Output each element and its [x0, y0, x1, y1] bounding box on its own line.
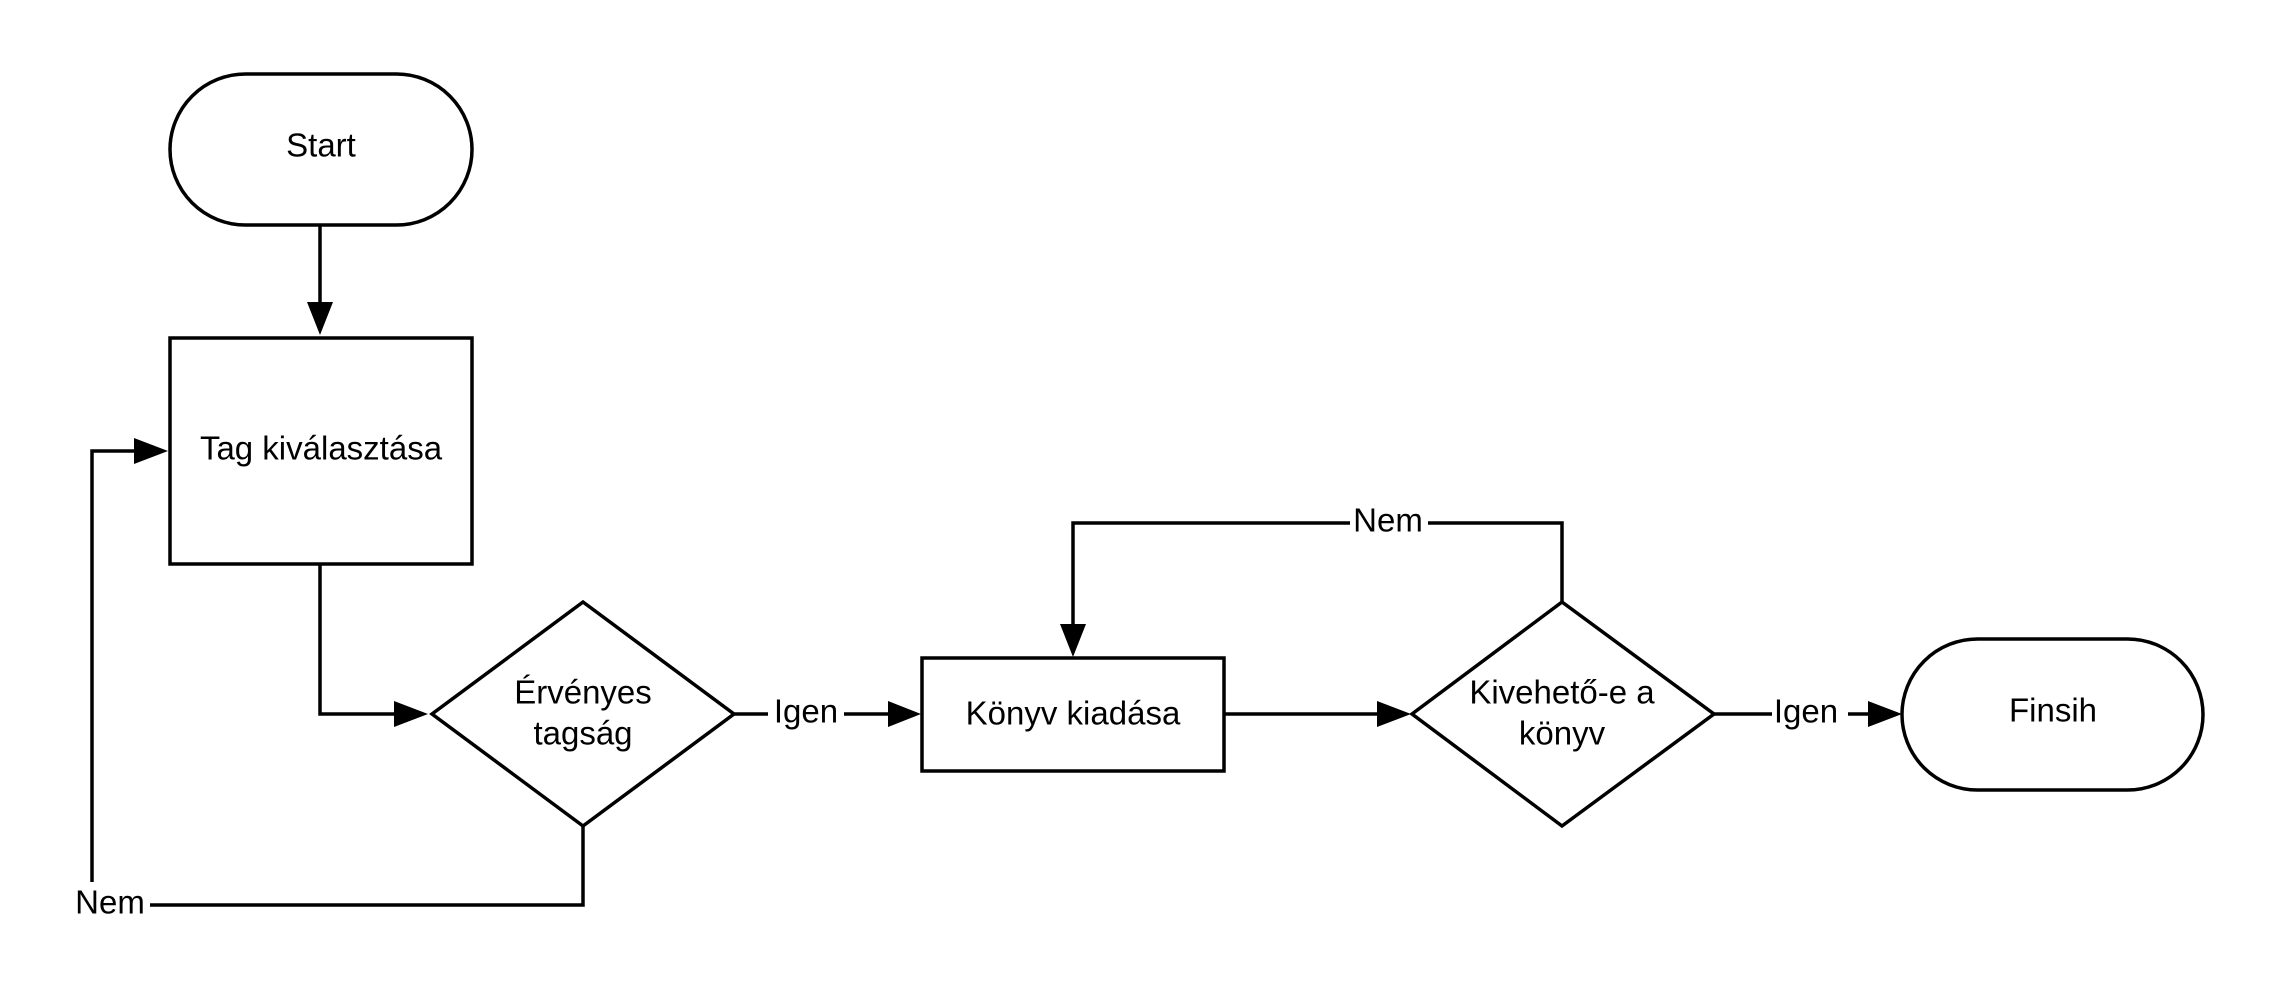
edge-select-to-valid	[318, 562, 428, 727]
node-label: Könyv kiadása	[966, 695, 1181, 732]
issue-book-process[interactable]: Könyv kiadása	[920, 656, 1226, 773]
edge-valid-to-issue: Igen	[734, 692, 921, 734]
finish-terminator[interactable]: Finsih	[1900, 637, 2205, 792]
node-label-line-2: könyv	[1519, 715, 1606, 752]
edge-label-igen: Igen	[774, 693, 838, 730]
edge-avail-to-issue-no: Nem	[1060, 500, 1564, 657]
valid-membership-decision[interactable]: Érvényes tagság	[429, 599, 737, 829]
select-member-process[interactable]: Tag kiválasztása	[168, 336, 474, 566]
edge-avail-to-finish: Igen	[1714, 692, 1902, 734]
book-available-decision[interactable]: Kivehető-e a könyv	[1409, 599, 1717, 829]
edge-issue-to-avail	[1224, 701, 1411, 727]
node-label: Tag kiválasztása	[200, 430, 443, 467]
start-terminator[interactable]: Start	[168, 72, 474, 227]
node-label-line-2: tagság	[533, 715, 632, 752]
node-label: Finsih	[2009, 692, 2097, 729]
node-label-line-1: Kivehető-e a	[1469, 674, 1655, 711]
edge-label-igen: Igen	[1774, 693, 1838, 730]
node-label: Start	[286, 127, 356, 164]
edge-valid-to-select-no: Nem	[70, 438, 585, 924]
edge-start-to-select	[307, 225, 333, 335]
edge-label-nem: Nem	[1353, 502, 1423, 539]
node-label-line-1: Érvényes	[514, 674, 652, 711]
edge-label-nem: Nem	[75, 884, 145, 921]
